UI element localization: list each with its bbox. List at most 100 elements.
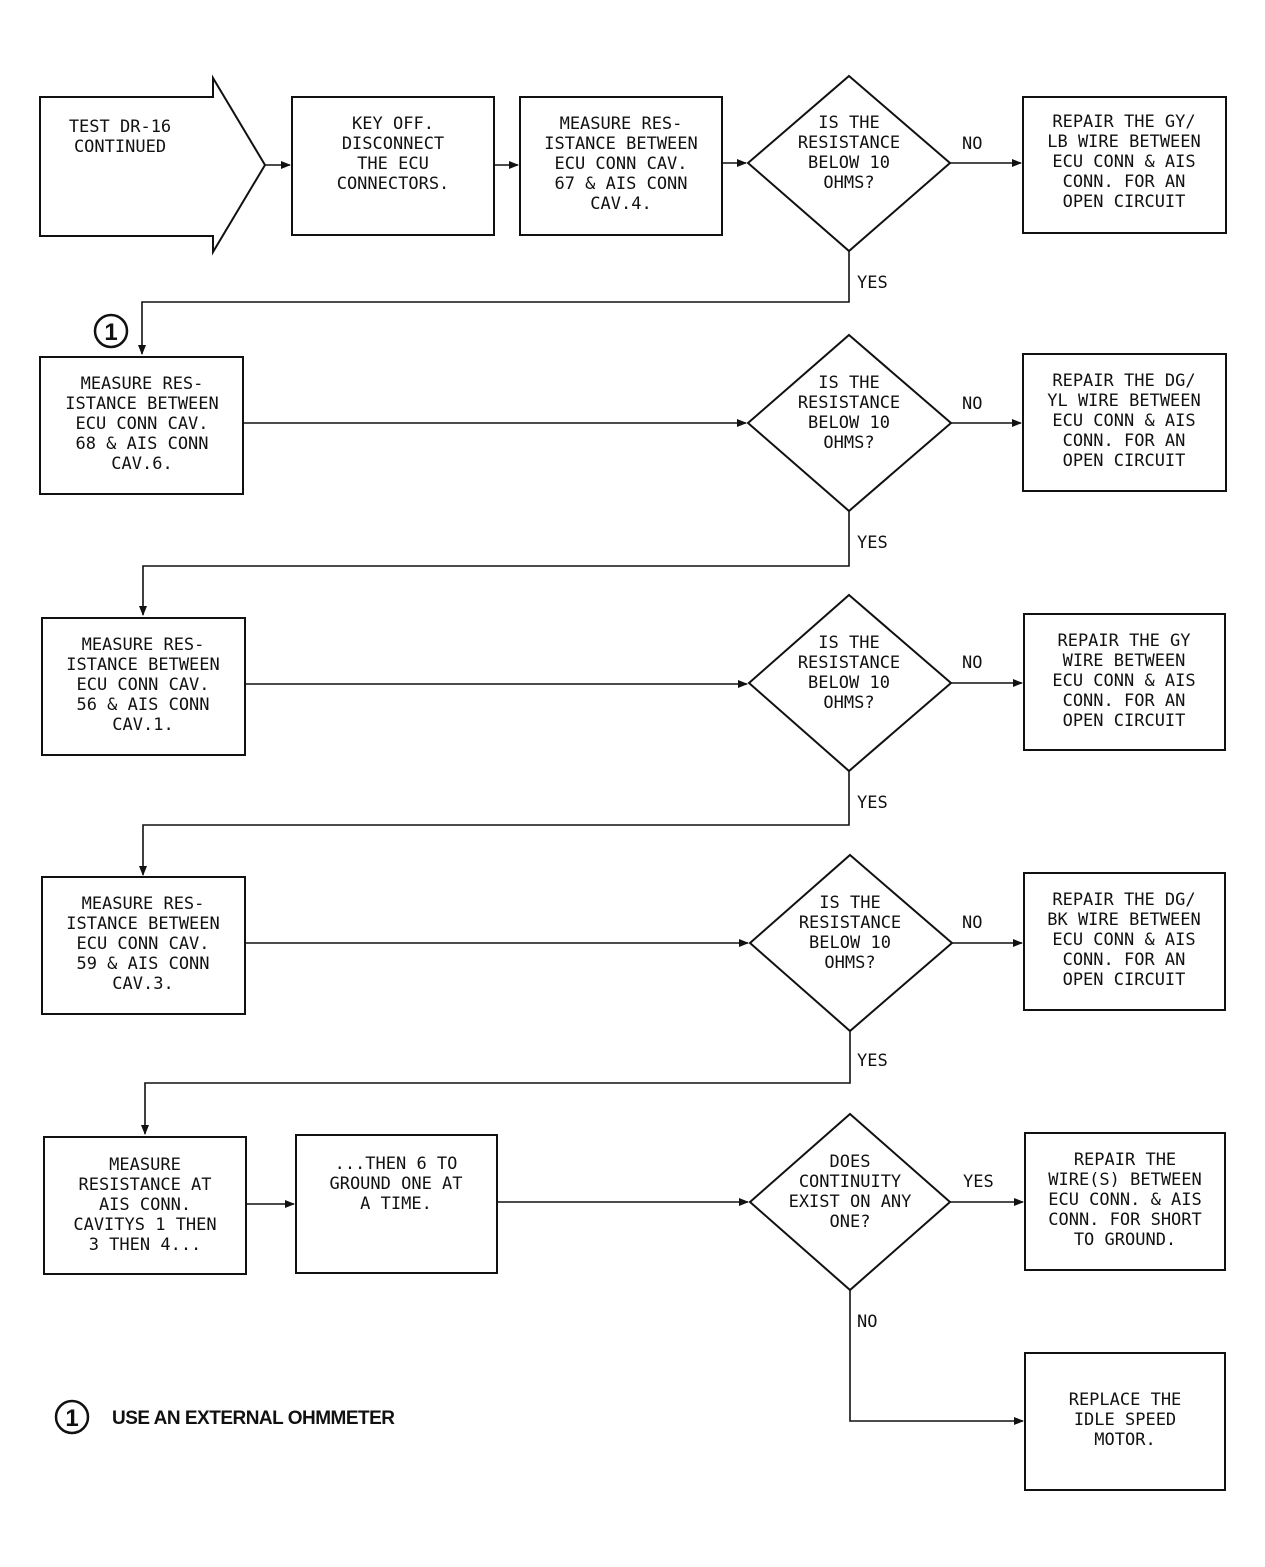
text-line: BELOW 10	[808, 673, 890, 693]
decision-4-yes-label: YES	[857, 1051, 888, 1071]
text-line: REPLACE THE	[1069, 1390, 1182, 1410]
text-line: RESISTANCE AT	[78, 1175, 211, 1195]
text-line: REPAIR THE GY	[1057, 631, 1190, 651]
text-line: OHMS?	[823, 173, 874, 193]
text-line: CONN. FOR AN	[1063, 691, 1186, 711]
text-line: OPEN CIRCUIT	[1063, 192, 1186, 212]
text-line: CONN. FOR AN	[1063, 950, 1186, 970]
decision-3-no-label: NO	[962, 653, 982, 673]
text-line: AIS CONN.	[99, 1195, 191, 1215]
text-line: DISCONNECT	[342, 134, 444, 154]
text-line: ECU CONN & AIS	[1052, 930, 1195, 950]
repair-3-box	[1023, 613, 1226, 751]
text-line: CAV.1.	[112, 715, 173, 735]
note-marker-circle	[93, 313, 129, 349]
text-line: KEY OFF.	[352, 114, 434, 134]
connector-decision4-yes	[141, 1031, 851, 1135]
measure-ais-box	[43, 1136, 247, 1275]
text-line: ONE?	[830, 1212, 871, 1232]
repair-2-box	[1022, 353, 1227, 492]
connector-decision5-no	[849, 1290, 1024, 1425]
text-line: IS THE	[818, 373, 879, 393]
text-line: MEASURE RES-	[82, 894, 205, 914]
text-line: ...THEN 6 TO	[335, 1154, 458, 1174]
text-line: OHMS?	[823, 433, 874, 453]
start-arrow-shape	[39, 74, 267, 256]
decision-3-yes-label: YES	[857, 793, 888, 813]
text-line: ISTANCE BETWEEN	[65, 394, 219, 414]
text-line: CONTINUITY	[799, 1172, 901, 1192]
text-line: MEASURE RES-	[82, 635, 205, 655]
decision-5-yes-label: YES	[963, 1172, 994, 1192]
text-line: ECU CONN CAV.	[76, 675, 209, 695]
text-line: REPAIR THE DG/	[1052, 890, 1195, 910]
text-line: CAV.3.	[112, 974, 173, 994]
text-line: CONTINUED	[74, 137, 166, 157]
text-line: RESISTANCE	[798, 653, 900, 673]
text-line: ECU CONN CAV.	[76, 934, 209, 954]
note-marker-number: 1	[104, 319, 117, 346]
footnote-marker-number: 1	[65, 1405, 78, 1432]
text-line: ISTANCE BETWEEN	[544, 134, 698, 154]
text-line: 3 THEN 4...	[89, 1235, 202, 1255]
text-line: ECU CONN & AIS	[1052, 152, 1195, 172]
text-line: ISTANCE BETWEEN	[66, 914, 220, 934]
footnote-marker-circle	[54, 1399, 90, 1435]
text-line: OPEN CIRCUIT	[1063, 451, 1186, 471]
text-line: LB WIRE BETWEEN	[1047, 132, 1201, 152]
connector-decision1-yes	[138, 251, 850, 355]
decision-5-no-label: NO	[857, 1312, 877, 1332]
text-line: BELOW 10	[808, 153, 890, 173]
text-line: BELOW 10	[809, 933, 891, 953]
text-line: IS THE	[819, 893, 880, 913]
text-line: 67 & AIS CONN	[554, 174, 687, 194]
measure-56-box	[41, 617, 246, 756]
text-line: BK WIRE BETWEEN	[1047, 910, 1201, 930]
repair-5-box	[1024, 1132, 1226, 1271]
measure-68-box	[39, 356, 244, 495]
text-line: ISTANCE BETWEEN	[66, 655, 220, 675]
replace-box	[1024, 1352, 1226, 1491]
text-line: BELOW 10	[808, 413, 890, 433]
connector-decision3-yes	[139, 771, 850, 876]
text-line: MEASURE RES-	[81, 374, 204, 394]
text-line: CONN. FOR AN	[1063, 431, 1186, 451]
then-6-box	[295, 1134, 498, 1274]
footnote-text: USE AN EXTERNAL OHMMETER	[112, 1408, 395, 1429]
key-off-box	[291, 96, 495, 236]
text-line: REPAIR THE GY/	[1052, 112, 1195, 132]
text-line: A TIME.	[360, 1194, 432, 1214]
text-line: CONN. FOR SHORT	[1048, 1210, 1202, 1230]
decision-1-no-label: NO	[962, 134, 982, 154]
measure-59-box	[41, 876, 246, 1015]
text-line: OPEN CIRCUIT	[1063, 970, 1186, 990]
text-line: IDLE SPEED	[1074, 1410, 1176, 1430]
text-line: THE ECU	[357, 154, 429, 174]
text-line: ECU CONN & AIS	[1052, 411, 1195, 431]
measure-67-box	[519, 96, 723, 236]
text-line: OHMS?	[823, 693, 874, 713]
repair-1-box	[1022, 96, 1227, 234]
text-line: YL WIRE BETWEEN	[1047, 391, 1201, 411]
text-line: RESISTANCE	[798, 133, 900, 153]
text-line: ECU CONN & AIS	[1052, 671, 1195, 691]
text-line: ECU CONN CAV.	[75, 414, 208, 434]
text-line: CAVITYS 1 THEN	[73, 1215, 216, 1235]
text-line: EXIST ON ANY	[789, 1192, 912, 1212]
text-line: OHMS?	[824, 953, 875, 973]
